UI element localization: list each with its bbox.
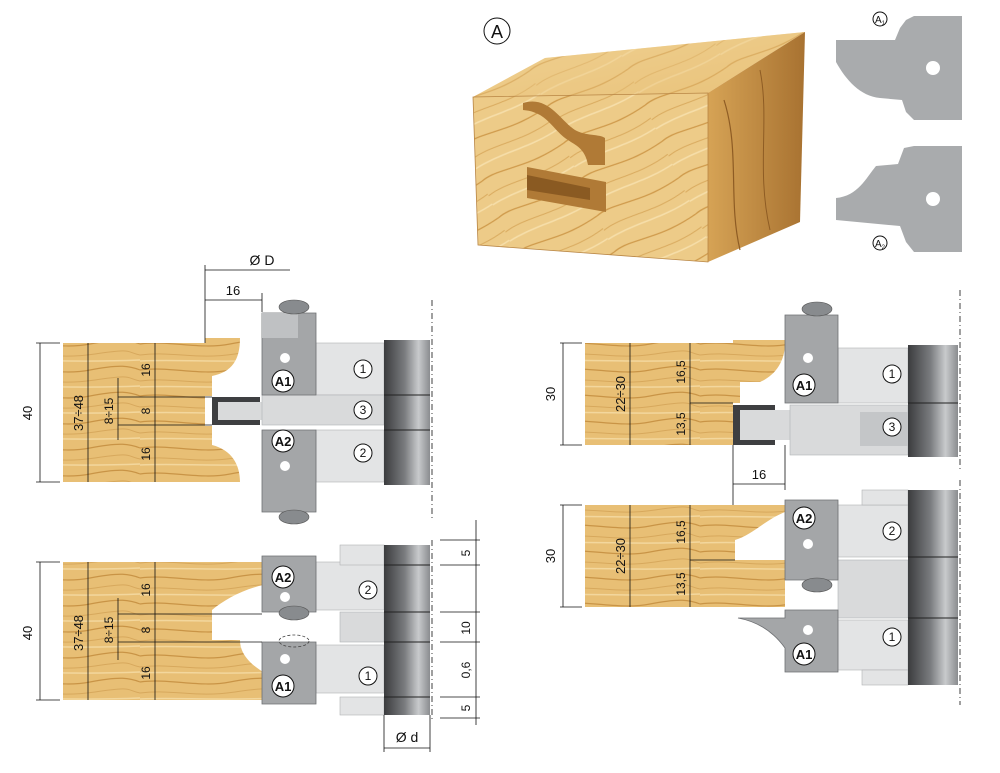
profile-a2-badge xyxy=(872,235,888,251)
profile-a1-label: A1 xyxy=(875,15,886,27)
left-bottom-part-1: 1 xyxy=(365,669,372,683)
left-bottom-part-2: 2 xyxy=(365,583,372,597)
right-bottom-dim-stock: 22÷30 xyxy=(613,538,628,574)
right-top-dim-upper: 16,5 xyxy=(674,360,688,384)
right-top-part-1: 1 xyxy=(889,367,896,381)
right-bottom-part-1: 1 xyxy=(889,630,896,644)
left-top-dim-groove: 8÷15 xyxy=(102,397,116,424)
marker-a-circle xyxy=(483,17,511,45)
left-bottom-dim-bore: Ø d xyxy=(396,729,419,745)
left-top-part-1: 1 xyxy=(360,362,367,376)
left-bottom-stack-5-bottom: 5 xyxy=(459,704,473,711)
right-top-dim-lower: 13,5 xyxy=(674,412,688,436)
left-top-dim-diameter: Ø D xyxy=(250,252,275,268)
left-bottom-cutter-a2: A2 xyxy=(275,570,292,585)
right-bottom-cutter-a2: A2 xyxy=(796,511,813,526)
left-top-assembly xyxy=(63,299,433,525)
left-bottom-dim-slot: 8 xyxy=(139,626,153,633)
left-bottom-dim-stock: 37÷48 xyxy=(71,615,86,651)
profile-a1-shape xyxy=(836,16,962,120)
right-bottom-cutter-a1: A1 xyxy=(796,647,813,662)
left-bottom-dim-overall: 40 xyxy=(20,626,35,640)
right-top-dim-overall: 30 xyxy=(543,387,558,401)
left-top-dim-upper: 16 xyxy=(139,363,153,377)
marker-a-label: A xyxy=(491,22,503,42)
right-top-assembly xyxy=(585,290,961,470)
profile-a2-shape xyxy=(836,146,962,252)
profile-a2-label: A2 xyxy=(875,239,886,251)
left-top-part-2: 2 xyxy=(360,446,367,460)
right-top-part-3: 3 xyxy=(889,420,896,434)
left-bottom-stack-0-6: 0,6 xyxy=(459,661,473,678)
left-top-dim-overall: 40 xyxy=(20,406,35,420)
left-bottom-dim-groove: 8÷15 xyxy=(102,616,116,643)
left-bottom-stack-10: 10 xyxy=(459,621,473,635)
profile-a1-badge xyxy=(872,11,888,27)
left-top-cutter-a1: A1 xyxy=(275,374,292,389)
right-bottom-dim-upper: 16,5 xyxy=(674,520,688,544)
right-bottom-assembly xyxy=(585,480,961,705)
right-top-dim-stock: 22÷30 xyxy=(613,376,628,412)
left-bottom-stack-5-top: 5 xyxy=(459,549,473,556)
left-bottom-dim-upper: 16 xyxy=(139,583,153,597)
right-bottom-dim-overall: 30 xyxy=(543,549,558,563)
left-top-dim-offset: 16 xyxy=(226,283,240,298)
right-bottom-part-2: 2 xyxy=(889,524,896,538)
left-bottom-cutter-a1: A1 xyxy=(275,679,292,694)
right-top-cutter-a1: A1 xyxy=(796,378,813,393)
left-top-cutter-a2: A2 xyxy=(275,434,292,449)
wood-block-3d xyxy=(472,32,805,263)
left-bottom-assembly xyxy=(63,540,433,720)
left-top-dim-lower: 16 xyxy=(139,447,153,461)
left-top-dim-slot: 8 xyxy=(139,407,153,414)
right-top-dim-offset: 16 xyxy=(752,467,766,482)
left-bottom-dim-lower: 16 xyxy=(139,666,153,680)
right-bottom-dim-lower: 13,5 xyxy=(674,572,688,596)
left-top-dim-stock: 37÷48 xyxy=(71,395,86,431)
left-top-part-3: 3 xyxy=(360,403,367,417)
